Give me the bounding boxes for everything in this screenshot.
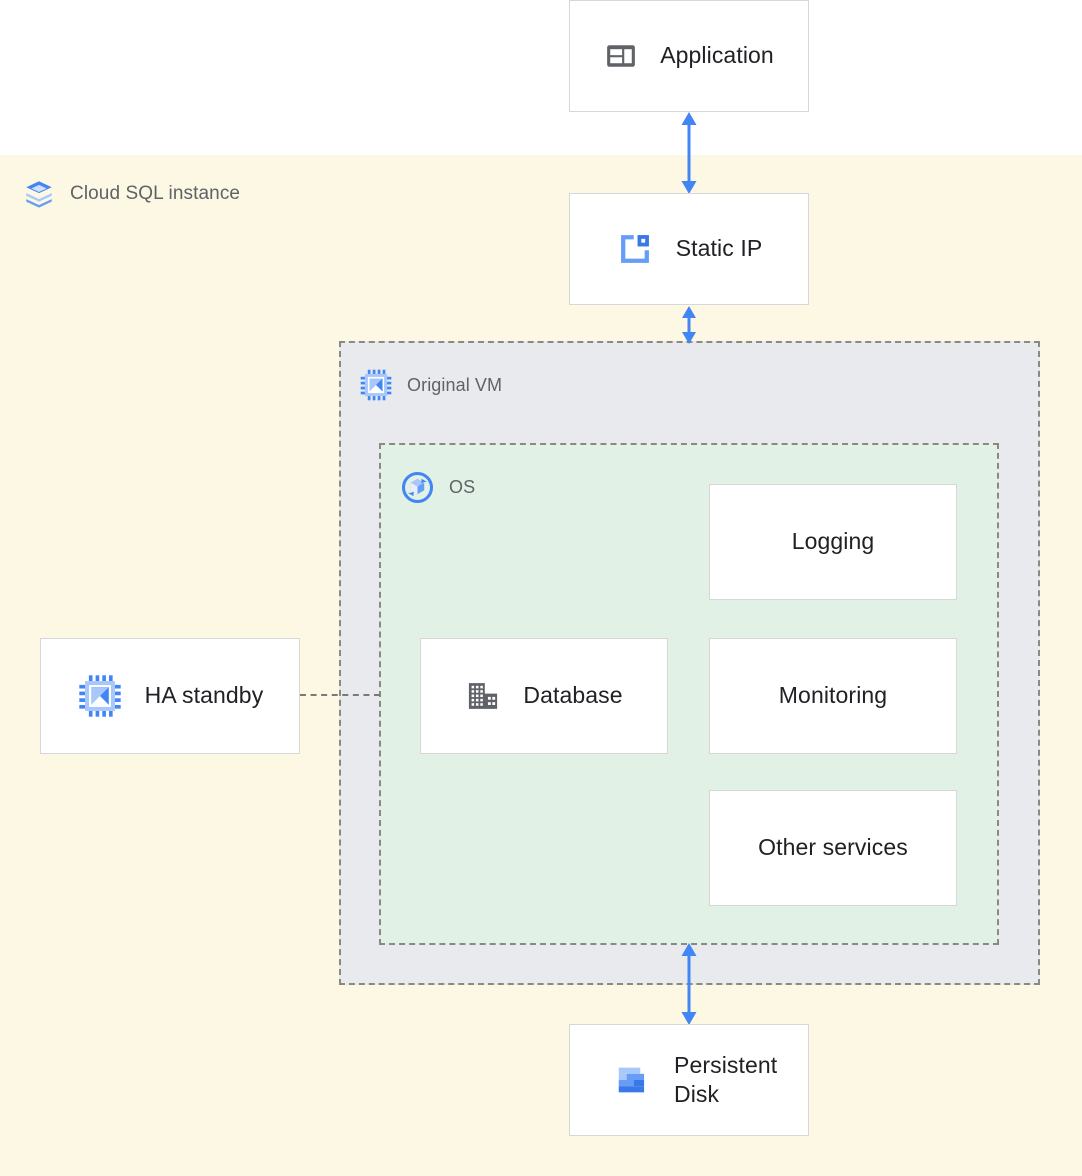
region-label-text: Cloud SQL instance	[70, 183, 241, 204]
node-application[interactable]: Application	[569, 0, 809, 112]
vm-chip-icon	[359, 368, 393, 402]
node-monitoring[interactable]: Monitoring	[709, 638, 957, 754]
node-label: Logging	[791, 528, 875, 555]
node-label: HA standby	[144, 682, 264, 709]
cloud-sql-icon	[22, 177, 56, 211]
static-ip-icon	[616, 230, 654, 268]
connector-application-to-static-ip	[667, 110, 711, 196]
node-static-ip[interactable]: Static IP	[569, 193, 809, 305]
node-label: Database	[523, 682, 623, 709]
connector-static-ip-to-vm	[667, 305, 711, 345]
node-ha-standby[interactable]: HA standby	[40, 638, 300, 754]
region-label-cloud-sql-instance: Cloud SQL instance	[22, 177, 240, 211]
persistent-disk-icon	[614, 1061, 652, 1099]
region-label-os: OS	[400, 470, 475, 505]
database-building-icon	[465, 678, 501, 714]
node-other-services[interactable]: Other services	[709, 790, 957, 906]
region-label-text: OS	[449, 477, 476, 497]
region-label-original-vm: Original VM	[359, 368, 502, 402]
node-label-line2: Disk	[674, 1081, 720, 1107]
node-logging[interactable]: Logging	[709, 484, 957, 600]
node-database[interactable]: Database	[420, 638, 668, 754]
os-icon	[400, 470, 435, 505]
application-icon	[604, 39, 638, 73]
node-label: Static IP	[675, 235, 763, 262]
node-label-line1: Persistent	[674, 1051, 778, 1078]
connector-ha-standby-to-os	[300, 694, 380, 696]
vm-chip-icon	[77, 673, 123, 719]
node-label: Application	[660, 42, 774, 69]
region-label-text: Original VM	[407, 374, 503, 395]
connector-os-to-persistent-disk	[667, 941, 711, 1027]
node-label: Other services	[758, 834, 908, 861]
node-label: Monitoring	[778, 682, 888, 709]
